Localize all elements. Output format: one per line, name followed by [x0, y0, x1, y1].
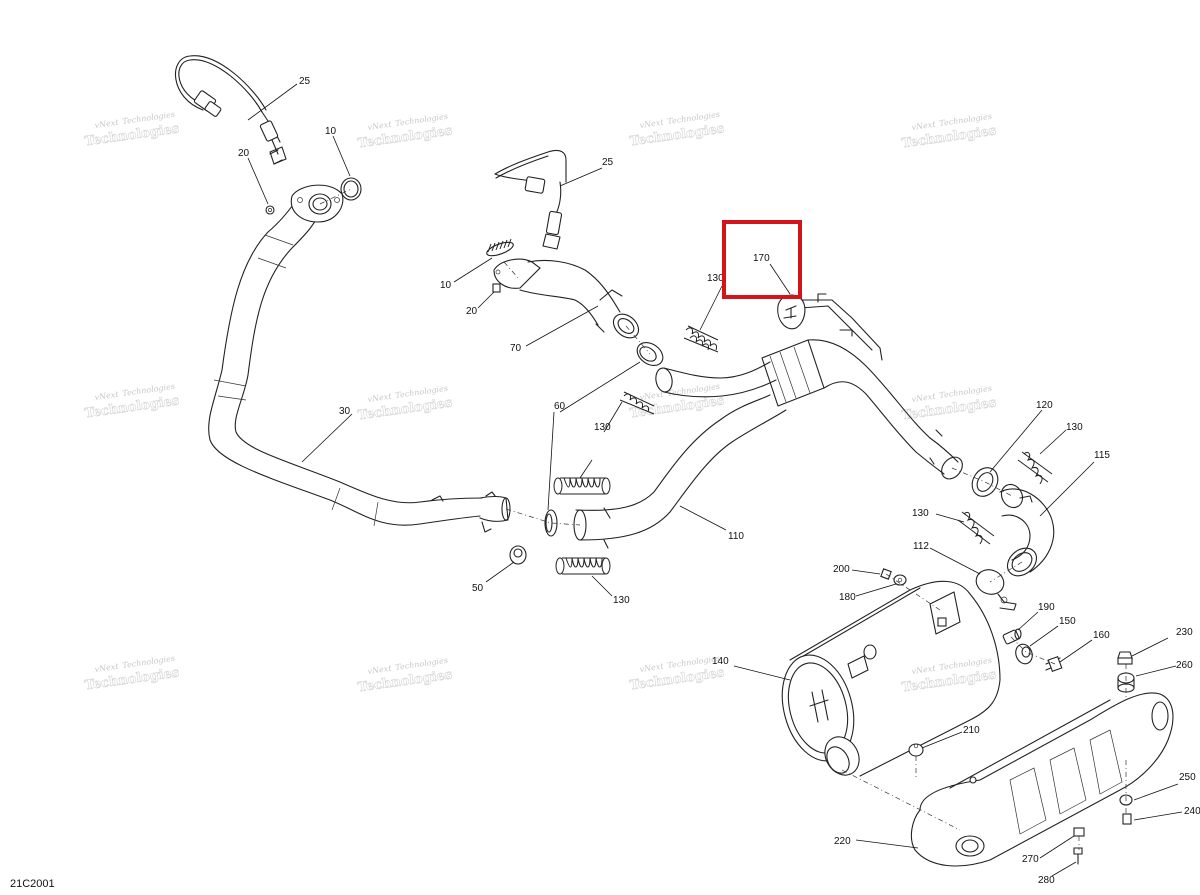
part-70-mid-pipe[interactable] — [493, 258, 643, 342]
callout-130-bottom[interactable]: 130 — [613, 595, 630, 606]
part-10-gasket-left[interactable] — [340, 177, 362, 201]
callout-150[interactable]: 150 — [1059, 616, 1076, 627]
callout-250[interactable]: 250 — [1179, 772, 1196, 783]
callout-210[interactable]: 210 — [963, 725, 980, 736]
watermark-line1: vNext — [367, 664, 393, 676]
callout-110[interactable]: 110 — [728, 531, 744, 542]
part-25-oxygen-sensor-left[interactable] — [175, 55, 287, 165]
callout-labels: 25 10 20 25 10 20 70 30 60 50 130 130 13… — [238, 76, 1200, 886]
callout-170[interactable]: 170 — [753, 253, 770, 264]
part-150-bushing[interactable] — [1013, 642, 1035, 666]
callout-20-middle[interactable]: 20 — [466, 306, 478, 317]
part-280-screw[interactable] — [1073, 847, 1083, 865]
part-20-nut-left[interactable] — [265, 205, 275, 215]
watermark-line1: vNext — [367, 392, 393, 404]
callout-130-top[interactable]: 130 — [707, 273, 724, 284]
callout-230[interactable]: 230 — [1176, 627, 1193, 638]
part-130-spring-right-lower[interactable] — [957, 511, 995, 545]
callout-280[interactable]: 280 — [1038, 875, 1055, 886]
diagram-code: 21C2001 — [10, 878, 55, 890]
watermark-line1: vNext — [911, 392, 937, 404]
part-130-spring-middle[interactable] — [619, 391, 655, 415]
part-25-oxygen-sensor-middle[interactable] — [494, 149, 567, 250]
part-170-hanger-bracket[interactable] — [777, 294, 806, 330]
callout-260[interactable]: 260 — [1176, 660, 1193, 671]
watermark-line1: vNext — [639, 118, 665, 130]
callout-60[interactable]: 60 — [554, 401, 566, 412]
watermark-line1: vNext — [94, 390, 120, 402]
watermark-line1: vNext — [94, 118, 120, 130]
callout-120[interactable]: 120 — [1036, 400, 1053, 411]
callout-112[interactable]: 112 — [913, 541, 929, 552]
watermark-line1: vNext — [911, 664, 937, 676]
callout-180[interactable]: 180 — [839, 592, 856, 603]
watermark-line1: vNext — [367, 120, 393, 132]
watermark-line1: vNext — [639, 662, 665, 674]
leader-lines — [247, 83, 1183, 877]
part-130-spring-left-upper[interactable] — [553, 477, 611, 495]
callout-160[interactable]: 160 — [1093, 630, 1110, 641]
callout-50[interactable]: 50 — [472, 583, 484, 594]
assembly-lines — [319, 188, 1127, 850]
part-190-bushing[interactable] — [1002, 628, 1022, 645]
callout-240[interactable]: 240 — [1184, 806, 1200, 817]
part-130-spring-top[interactable] — [683, 325, 719, 353]
callout-25-left[interactable]: 25 — [299, 76, 311, 87]
callout-130-right-upper[interactable]: 130 — [1066, 422, 1083, 433]
part-120-seal-ring[interactable] — [967, 463, 1003, 501]
callout-140[interactable]: 140 — [712, 656, 729, 667]
callout-200[interactable]: 200 — [833, 564, 850, 575]
callout-270[interactable]: 270 — [1022, 854, 1039, 865]
part-140-muffler[interactable] — [771, 580, 1001, 781]
callout-130-middle[interactable]: 130 — [594, 422, 611, 433]
part-160-bolt[interactable] — [1045, 655, 1063, 673]
callout-25-middle[interactable]: 25 — [602, 157, 614, 168]
part-270-clip[interactable] — [1073, 827, 1085, 837]
part-20-nut-middle[interactable] — [492, 283, 501, 293]
part-110-y-pipe[interactable] — [573, 293, 967, 549]
part-180-washer[interactable] — [893, 574, 907, 586]
callout-10-left[interactable]: 10 — [325, 126, 337, 137]
callout-115[interactable]: 115 — [1094, 450, 1110, 461]
part-240-bolt[interactable] — [1122, 813, 1132, 825]
callout-20-left[interactable]: 20 — [238, 148, 250, 159]
callout-190[interactable]: 190 — [1038, 602, 1055, 613]
part-10-gasket-middle[interactable] — [485, 238, 515, 258]
callout-30[interactable]: 30 — [339, 406, 351, 417]
part-220-heat-shield[interactable] — [910, 692, 1174, 867]
part-30-front-exhaust-pipe[interactable] — [208, 184, 511, 533]
watermark-line1: vNext — [911, 120, 937, 132]
part-115-elbow-pipe[interactable] — [997, 481, 1055, 582]
callout-70[interactable]: 70 — [510, 343, 522, 354]
watermark-line1: vNext — [639, 390, 665, 402]
callout-10-middle[interactable]: 10 — [440, 280, 452, 291]
part-50-bushing[interactable] — [509, 545, 527, 565]
callout-220[interactable]: 220 — [834, 836, 851, 847]
part-210-nut[interactable] — [908, 743, 924, 757]
part-130-spring-left-lower[interactable] — [555, 557, 611, 575]
part-230-nut[interactable] — [1117, 651, 1133, 665]
watermark-line1: vNext — [94, 662, 120, 674]
highlight-box-170 — [722, 220, 802, 299]
part-130-spring-right-upper[interactable] — [1017, 451, 1053, 485]
callout-130-right-lower[interactable]: 130 — [912, 508, 929, 519]
